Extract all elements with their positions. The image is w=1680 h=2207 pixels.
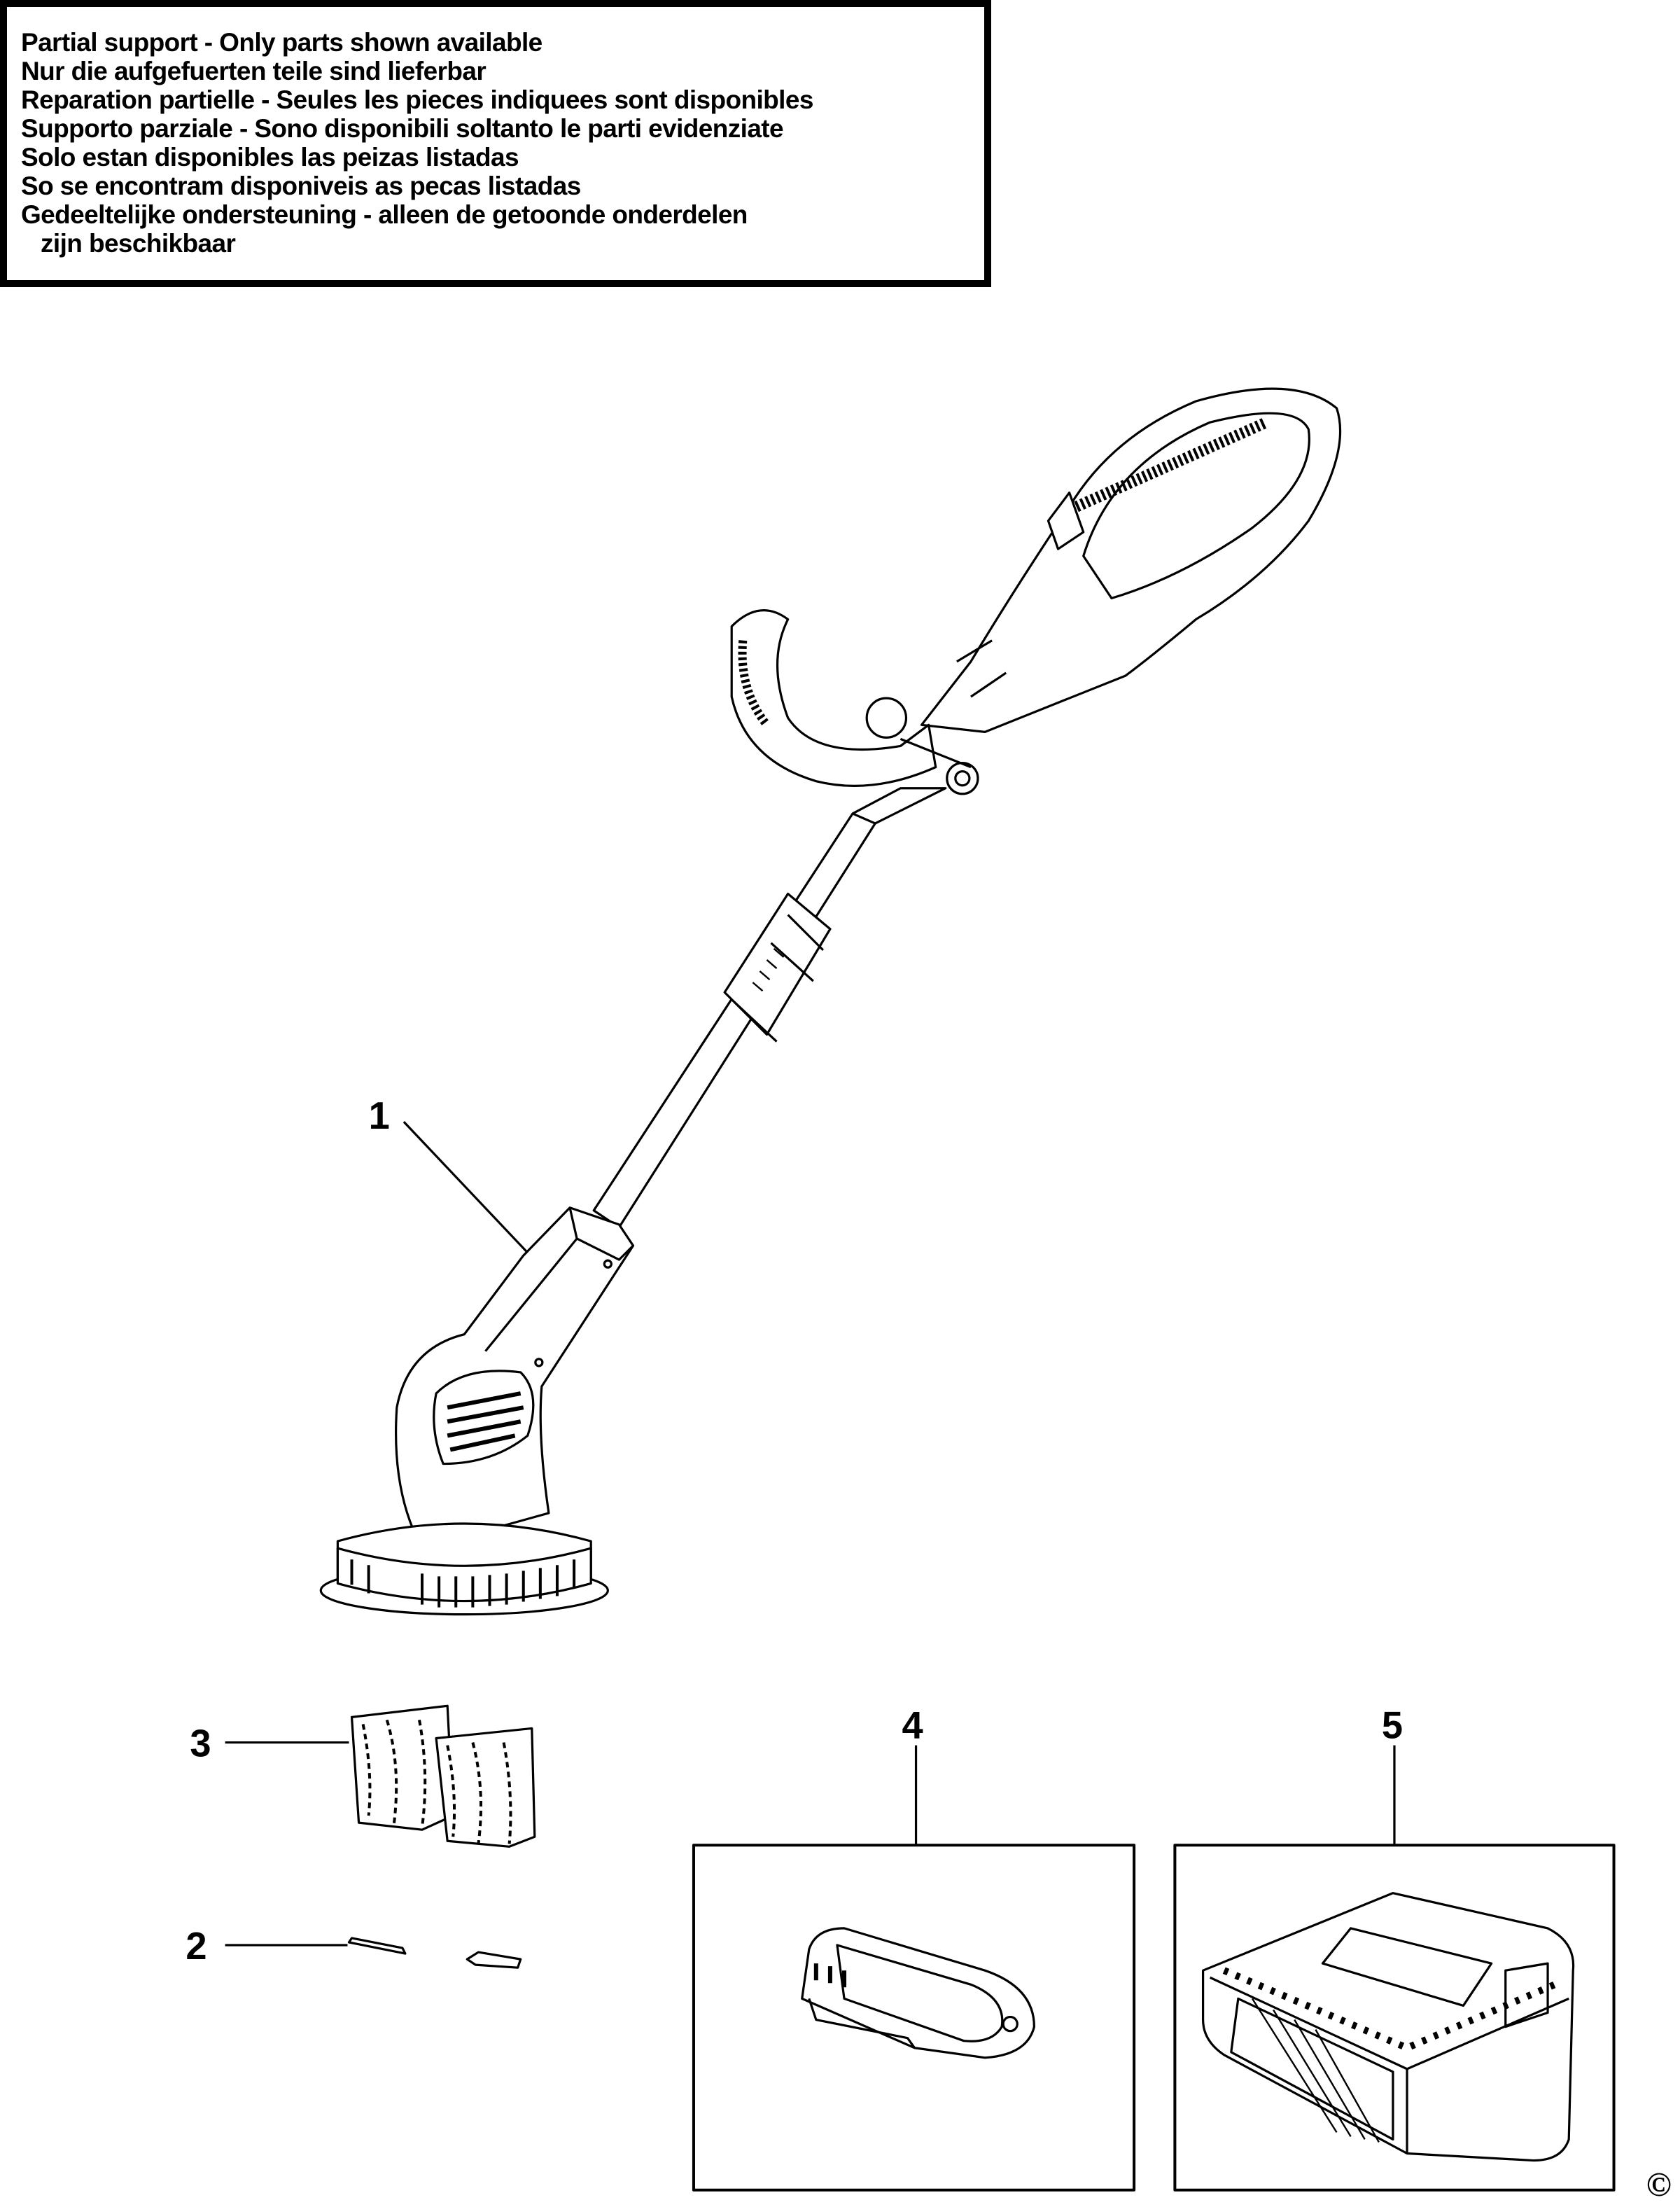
part-5-box [1173,1844,1616,2192]
part-number-5: 5 [1382,1704,1403,1747]
leader-line-1 [402,1121,528,1254]
partial-support-notice: Partial support - Only parts shown avail… [0,0,991,287]
part-1-trimmer [319,387,1342,1616]
notice-line-nl: Gedeeltelijke ondersteuning - alleen de … [21,200,748,229]
part-5-charger [1201,1892,1575,2162]
part-number-3: 3 [190,1722,211,1765]
part-4-box [692,1844,1136,2192]
part-number-4: 4 [902,1704,923,1747]
part-3-spools [350,1704,536,1848]
part-number-2: 2 [186,1925,206,1968]
part-number-1: 1 [369,1094,390,1137]
part-4-battery [801,1927,1035,2059]
notice-line-en: Partial support - Only parts shown avail… [21,28,542,57]
notice-line-de: Nur die aufgefuerten teile sind lieferba… [21,57,486,85]
notice-line-pt: So se encontram disponiveis as pecas lis… [21,172,581,200]
front-handle [730,609,937,787]
notice-line-es: Solo estan disponibles las peizas listad… [21,143,519,172]
copyright-symbol: © [1646,2166,1672,2203]
notice-line-nl-2: zijn beschikbaar [41,229,236,258]
shaft [592,812,876,1229]
part-2-pins [347,1937,522,1969]
notice-line-it: Supporto parziale - Sono disponibili sol… [21,114,784,143]
notice-line-fr: Reparation partielle - Seules les pieces… [21,85,813,114]
